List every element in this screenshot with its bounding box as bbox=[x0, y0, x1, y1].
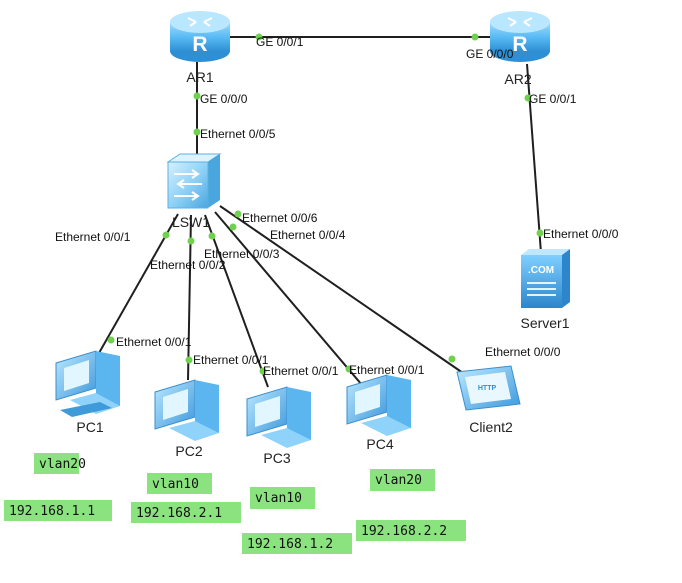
pc4-label: PC4 bbox=[366, 436, 393, 452]
pc4-e001-label: Ethernet 0/0/1 bbox=[349, 363, 425, 377]
router-icon: R bbox=[490, 11, 550, 62]
pc1-label: PC1 bbox=[76, 419, 103, 435]
port-dot-client2-e000 bbox=[448, 355, 456, 363]
ar1-label: AR1 bbox=[186, 69, 213, 85]
port-dot-server1-e000 bbox=[536, 229, 544, 237]
pc-pc4[interactable]: PC4 bbox=[346, 374, 411, 452]
lsw1-label: LSW1 bbox=[172, 214, 210, 230]
pc3-ip-text: 192.168.1.2 bbox=[247, 537, 333, 552]
pc1-vlan-text: vlan20 bbox=[39, 457, 86, 472]
port-dot-lsw1-e005 bbox=[193, 128, 201, 136]
pc-icon bbox=[55, 350, 120, 417]
port-dot-ar2-ge001 bbox=[524, 94, 532, 102]
pc2-e001-label: Ethernet 0/0/1 bbox=[193, 353, 269, 367]
pc4-ip-text: 192.168.2.2 bbox=[361, 524, 447, 539]
port-dot-ar1-ge001 bbox=[255, 33, 263, 41]
server1-e000-label: Ethernet 0/0/0 bbox=[543, 227, 619, 241]
pc-pc3[interactable]: PC3 bbox=[246, 386, 311, 466]
port-dot-pc3-e001 bbox=[259, 367, 267, 375]
server1-label: Server1 bbox=[520, 315, 569, 331]
router-ar2[interactable]: R AR2 bbox=[490, 11, 550, 87]
note-pc1-vlan: vlan20 bbox=[34, 453, 86, 474]
ar2-ge001-label: GE 0/0/1 bbox=[529, 92, 577, 106]
ar1-ge000-label: GE 0/0/0 bbox=[200, 92, 248, 106]
lsw1-e002-label: Ethernet 0/0/2 bbox=[150, 258, 226, 272]
server-glyph: .COM bbox=[528, 265, 554, 276]
switch-lsw1[interactable]: LSW1 bbox=[166, 153, 222, 230]
port-dot-lsw1-e001 bbox=[162, 231, 170, 239]
pc2-label: PC2 bbox=[175, 443, 202, 459]
port-dot-pc4-e001 bbox=[345, 365, 353, 373]
pc2-vlan-text: vlan10 bbox=[152, 477, 199, 492]
note-pc1-ip: 192.168.1.1 bbox=[4, 500, 112, 521]
port-dot-pc2-e001 bbox=[185, 356, 193, 364]
client2-e000-label: Ethernet 0/0/0 bbox=[485, 345, 561, 359]
note-pc2-ip: 192.168.2.1 bbox=[131, 502, 241, 523]
router-icon: R bbox=[170, 11, 230, 62]
client-icon: HTTP bbox=[456, 365, 521, 411]
pc1-ip-text: 192.168.1.1 bbox=[9, 504, 95, 519]
client-client2[interactable]: HTTP Client2 bbox=[456, 365, 521, 435]
server-icon: .COM bbox=[521, 249, 570, 308]
port-dot-lsw1-e006 bbox=[234, 210, 242, 218]
lsw1-e006-label: Ethernet 0/0/6 bbox=[242, 211, 318, 225]
router-glyph: R bbox=[512, 33, 527, 56]
lsw1-e003-label: Ethernet 0/0/3 bbox=[204, 247, 280, 261]
port-dots bbox=[107, 33, 544, 375]
note-pc2-vlan: vlan10 bbox=[147, 473, 212, 494]
note-pc4-vlan: vlan20 bbox=[370, 469, 435, 491]
ar1-ge001-label: GE 0/0/1 bbox=[256, 35, 304, 49]
pc3-e001-label: Ethernet 0/0/1 bbox=[263, 364, 339, 378]
pc2-ip-text: 192.168.2.1 bbox=[136, 506, 222, 521]
client-glyph: HTTP bbox=[478, 385, 497, 392]
note-pc4-ip: 192.168.2.2 bbox=[356, 520, 466, 541]
pc-pc2[interactable]: PC2 bbox=[154, 379, 219, 459]
link-lsw1-client2[interactable] bbox=[219, 205, 464, 374]
annotation-notes: vlan20 vlan10 vlan10 vlan20 192.168.1.1 … bbox=[4, 453, 466, 554]
lsw1-e004-label: Ethernet 0/0/4 bbox=[270, 228, 346, 242]
port-labels: GE 0/0/1 GE 0/0/0 GE 0/0/0 GE 0/0/1 Ethe… bbox=[55, 35, 619, 378]
port-dot-ar1-ge000 bbox=[193, 92, 201, 100]
pc-icon bbox=[346, 374, 411, 436]
ar2-ge000-label: GE 0/0/0 bbox=[466, 47, 514, 61]
port-dot-lsw1-e002 bbox=[187, 237, 195, 245]
link-lsw1-pc4[interactable] bbox=[214, 211, 363, 386]
client2-label: Client2 bbox=[469, 419, 513, 435]
pc3-vlan-text: vlan10 bbox=[255, 491, 302, 506]
port-dot-pc1-e001 bbox=[107, 336, 115, 344]
pc-icon bbox=[154, 379, 219, 441]
port-dot-lsw1-e004 bbox=[229, 223, 237, 231]
server-server1[interactable]: .COM Server1 bbox=[520, 249, 570, 331]
router-glyph: R bbox=[192, 33, 207, 56]
port-dot-lsw1-e003 bbox=[208, 232, 216, 240]
lsw1-e001-label: Ethernet 0/0/1 bbox=[55, 230, 131, 244]
pc-pc1[interactable]: PC1 bbox=[55, 350, 120, 435]
lsw1-e005-label: Ethernet 0/0/5 bbox=[200, 127, 276, 141]
router-ar1[interactable]: R AR1 bbox=[170, 11, 230, 85]
port-dot-ar2-ge000 bbox=[471, 33, 479, 41]
pc4-vlan-text: vlan20 bbox=[375, 473, 422, 488]
note-pc3-vlan: vlan10 bbox=[250, 487, 315, 509]
pc1-e001-label: Ethernet 0/0/1 bbox=[116, 335, 192, 349]
pc3-label: PC3 bbox=[263, 450, 290, 466]
switch-icon bbox=[166, 153, 222, 209]
note-pc3-ip: 192.168.1.2 bbox=[242, 533, 352, 554]
ar2-label: AR2 bbox=[504, 71, 531, 87]
link-lsw1-pc3[interactable] bbox=[204, 214, 269, 388]
pc-icon bbox=[246, 386, 311, 448]
